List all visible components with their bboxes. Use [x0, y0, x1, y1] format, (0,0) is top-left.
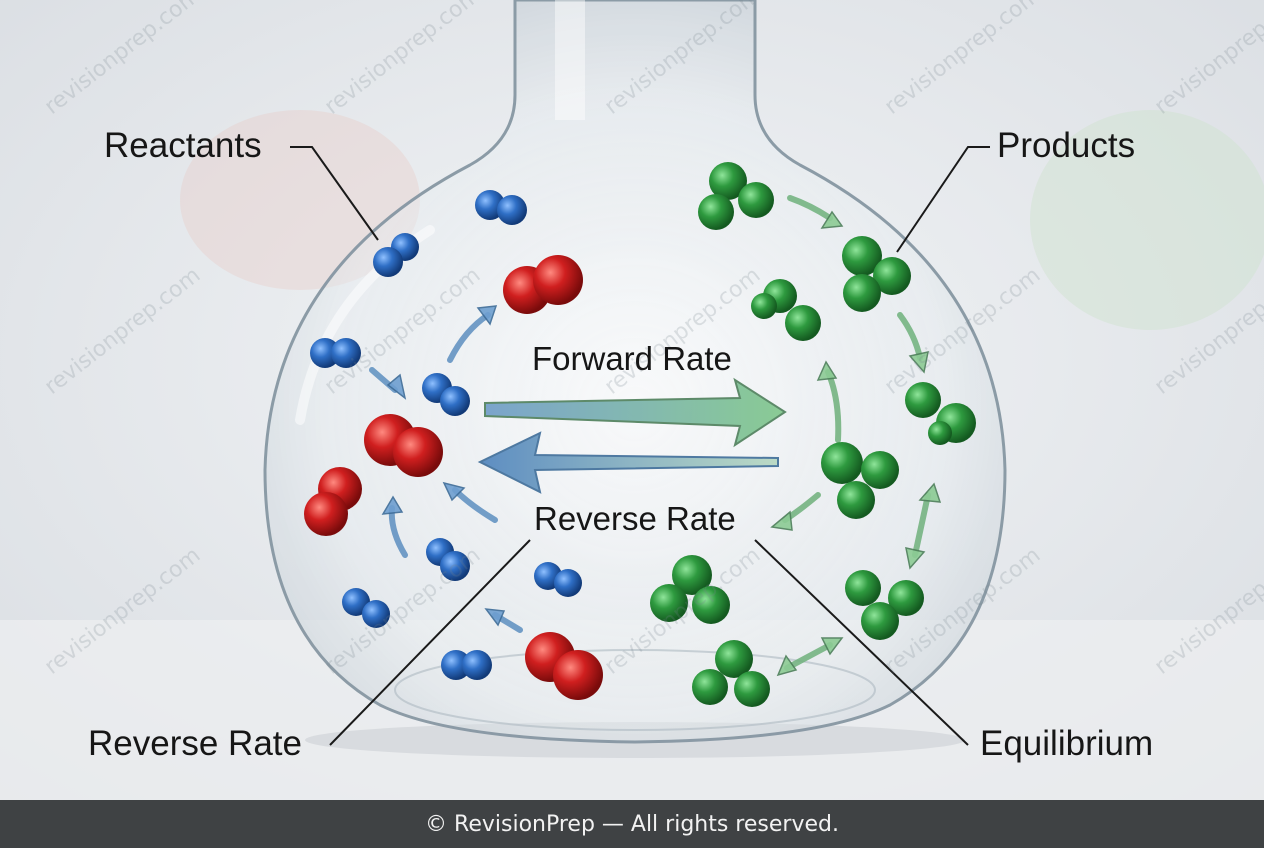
reactants-label: Reactants: [104, 126, 262, 165]
leader-lines: [290, 146, 990, 746]
reverse-rate-label: Reverse Rate: [88, 724, 302, 763]
reverse-rate-inner-label: Reverse Rate: [534, 500, 736, 537]
reactant-molecules-blue: [310, 190, 582, 680]
product-molecules-green: [650, 162, 976, 707]
reverse-rate-arrow: [477, 431, 779, 494]
products-label: Products: [997, 126, 1136, 165]
forward-rate-label: Forward Rate: [532, 340, 732, 377]
forward-rate-arrow: [484, 377, 787, 448]
copyright-text: © RevisionPrep — All rights reserved.: [425, 811, 839, 837]
reactant-molecules-red: [304, 255, 603, 700]
copyright-footer: © RevisionPrep — All rights reserved.: [0, 800, 1264, 848]
equilibrium-label: Equilibrium: [980, 724, 1154, 763]
